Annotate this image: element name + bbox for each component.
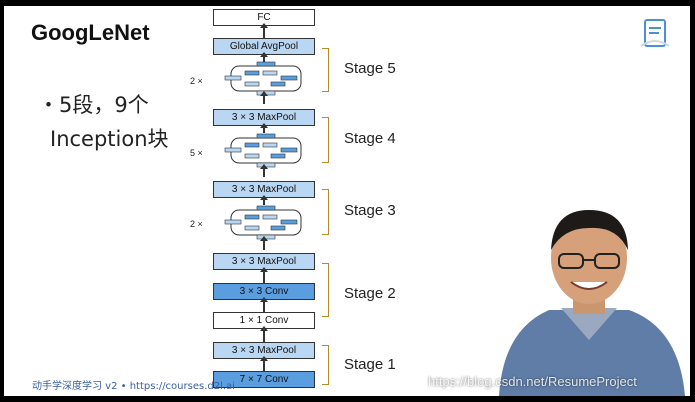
stage-brace — [322, 263, 329, 317]
stage-label-2: Stage 2 — [344, 285, 396, 302]
slide-frame: GoogLeNet ・5段，9个 Inception块 FC Global Av… — [4, 6, 690, 396]
course-logo-icon — [640, 19, 670, 47]
arrow — [260, 326, 268, 342]
blog-watermark: https://blog.csdn.net/ResumeProject — [428, 374, 637, 389]
inception-block-stage5 — [224, 61, 302, 96]
arrow — [260, 297, 268, 312]
repeat-count-stage3: 2 × — [190, 219, 203, 229]
arrow — [260, 23, 268, 39]
arrow — [260, 164, 268, 177]
course-footer: 动手学深度学习 v2 • https://courses.d2l.ai — [32, 381, 235, 392]
stage-brace — [322, 345, 329, 385]
bullet-inception: Inception块 — [50, 127, 169, 151]
inception-block-stage3 — [224, 205, 302, 240]
arrow — [260, 236, 268, 250]
arrow — [260, 52, 268, 62]
repeat-count-stage4: 5 × — [190, 148, 203, 158]
slide-title: GoogLeNet — [31, 20, 150, 45]
inception-block-stage4 — [224, 133, 302, 168]
stage-brace — [322, 189, 329, 235]
stage-label-5: Stage 5 — [344, 60, 396, 77]
repeat-count-stage5: 2 × — [190, 76, 203, 86]
conv7x7-block: 7 × 7 Conv — [213, 371, 315, 388]
arrow — [260, 195, 268, 205]
bullet-stages: ・5段，9个 — [38, 93, 149, 117]
stage-label-1: Stage 1 — [344, 356, 396, 373]
stage-label-4: Stage 4 — [344, 130, 396, 147]
arrow — [260, 356, 268, 371]
stage-brace — [322, 48, 329, 92]
conv3x3-block: 3 × 3 Conv — [213, 283, 315, 300]
arrow — [260, 91, 268, 104]
arrow — [260, 123, 268, 133]
presenter-video — [499, 210, 685, 396]
arrow — [260, 267, 268, 283]
stage-brace — [322, 117, 329, 163]
stage-label-3: Stage 3 — [344, 202, 396, 219]
